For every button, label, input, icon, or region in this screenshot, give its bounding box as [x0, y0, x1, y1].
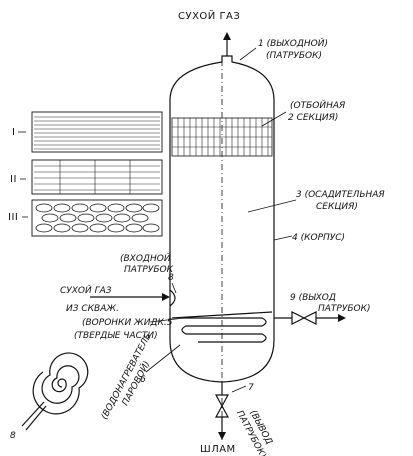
label-inlet-nozzle: (ВХОДНОЙ: [120, 252, 171, 264]
valve-9-a: [291, 311, 306, 325]
label-funnel: (ВОРОНКИ ЖИДК.5: [82, 318, 173, 328]
mesh-hatch: [172, 118, 272, 156]
legend-box-2: [31, 159, 163, 195]
roman-label-1: I: [12, 127, 15, 138]
label-inlet-nozzle-b: ПАТРУБОК: [124, 265, 174, 275]
label-settling: 3 (ОСАДИТЕЛЬНАЯ: [296, 190, 385, 200]
label-outlet: 1 (ВЫХОДНОЙ): [258, 37, 328, 49]
label-heater-num: 6: [140, 375, 146, 385]
legend-box-1: [31, 111, 163, 153]
label-coil-num: 8: [10, 431, 16, 441]
label-settling-b: СЕКЦИЯ): [316, 202, 358, 212]
label-outlet-9: 9 (ВЫХОД: [290, 293, 336, 303]
leader-4: [273, 235, 293, 241]
inlet-baffle: [169, 289, 176, 307]
leader-1: [239, 47, 257, 61]
label-outlet-9-b: ПАТРУБОК): [318, 304, 371, 314]
top-label: СУХОЙ ГАЗ: [178, 9, 240, 22]
leader-6: [145, 344, 181, 373]
label-outlet-b: (ПАТРУБОК): [266, 51, 322, 61]
label-inlet-num: 8: [168, 273, 174, 283]
label-mesh-b: 2 СЕКЦИЯ): [288, 113, 338, 123]
heater-coil: [181, 317, 267, 343]
mesh-types-legend: [31, 111, 163, 237]
label-inlet-gas-b: ИЗ СКВАЖ.: [66, 304, 119, 314]
label-drain-num: 7: [248, 383, 254, 393]
leader-2: [261, 111, 287, 127]
valve-9-b: [302, 311, 317, 325]
leader-3: [247, 199, 297, 213]
label-mesh: (ОТБОЙНАЯ: [290, 99, 345, 111]
spiral-coil-detail: [21, 352, 89, 431]
funnel-plate: [171, 311, 273, 319]
legend-box-3: [31, 199, 163, 237]
vessel-shell: [169, 55, 275, 383]
label-shell: 4 (КОРПУС): [292, 233, 345, 243]
outlet-arrowhead: [223, 32, 231, 40]
roman-label-2: II: [10, 174, 17, 185]
roman-label-3: III: [8, 212, 18, 223]
label-inlet-gas: СУХОЙ ГАЗ: [60, 284, 112, 296]
label-solids: (ТВЕРДЫЕ ЧАСТИ): [74, 331, 158, 341]
bottom-label: ШЛАМ: [200, 444, 236, 455]
valve-7-a: [214, 394, 230, 408]
